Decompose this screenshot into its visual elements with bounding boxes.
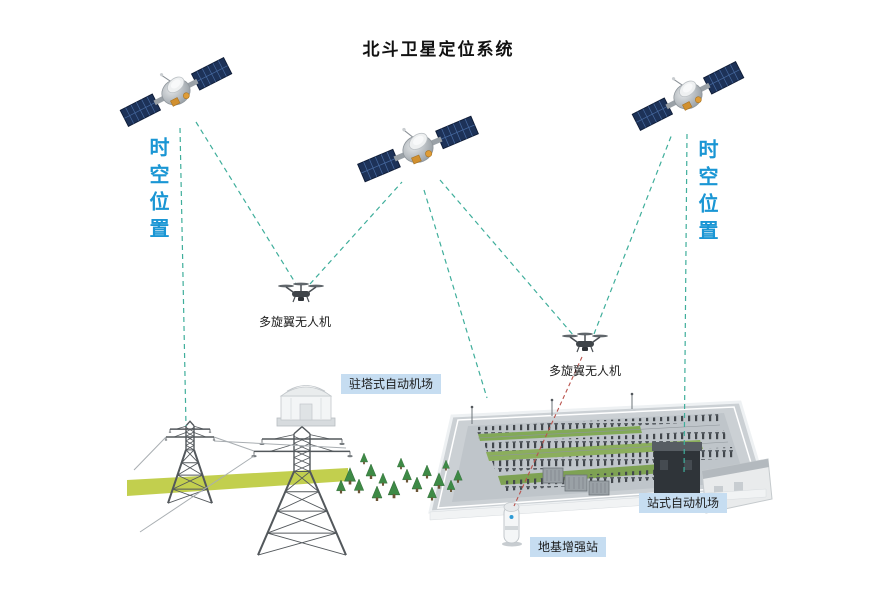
tower-airport-icon [276, 385, 336, 427]
link-sat1-drone1 [195, 121, 297, 285]
satellite-signal-links [179, 121, 688, 477]
link-drone2-sat3 [593, 133, 673, 335]
lawn-strip [486, 440, 703, 461]
spacetime-position-label-right: 时空位置 [695, 139, 719, 247]
tower-airport-label: 驻塔式自动机场 [341, 374, 442, 394]
drone-right-label: 多旋翼无人机 [549, 364, 622, 378]
ground-augmentation-pillar-icon [502, 502, 522, 547]
equipment-row [476, 414, 720, 434]
link-sat1-tower [179, 127, 187, 427]
spacetime-position-label-left: 时空位置 [146, 137, 170, 245]
link-drone1-sat2 [309, 181, 403, 285]
ground-augmentation-label: 地基增强站 [530, 537, 607, 557]
equipment-row [502, 467, 693, 491]
drone-left-icon [277, 281, 325, 303]
link-sat2-drone2 [439, 179, 575, 337]
substation-yard-icon [428, 392, 773, 521]
rtk-correction-link [513, 356, 583, 507]
power-lines [133, 436, 347, 533]
transformer-icon [564, 474, 588, 492]
satellite-right-icon [626, 49, 746, 134]
satellite-center-icon [352, 102, 480, 185]
diagram-title: 北斗卫星定位系统 [362, 40, 515, 60]
link-sat3-station [683, 133, 688, 477]
station-building-icon [652, 442, 702, 496]
drone-left-label: 多旋翼无人机 [259, 315, 332, 329]
light-poles [470, 392, 634, 424]
transformer-icon [542, 467, 564, 484]
drone-right-icon [561, 331, 609, 353]
link-sat2-station [423, 189, 488, 399]
equipment-row [484, 430, 727, 452]
transformer-icon [588, 480, 610, 496]
station-airport-label: 站式自动机场 [639, 493, 728, 513]
